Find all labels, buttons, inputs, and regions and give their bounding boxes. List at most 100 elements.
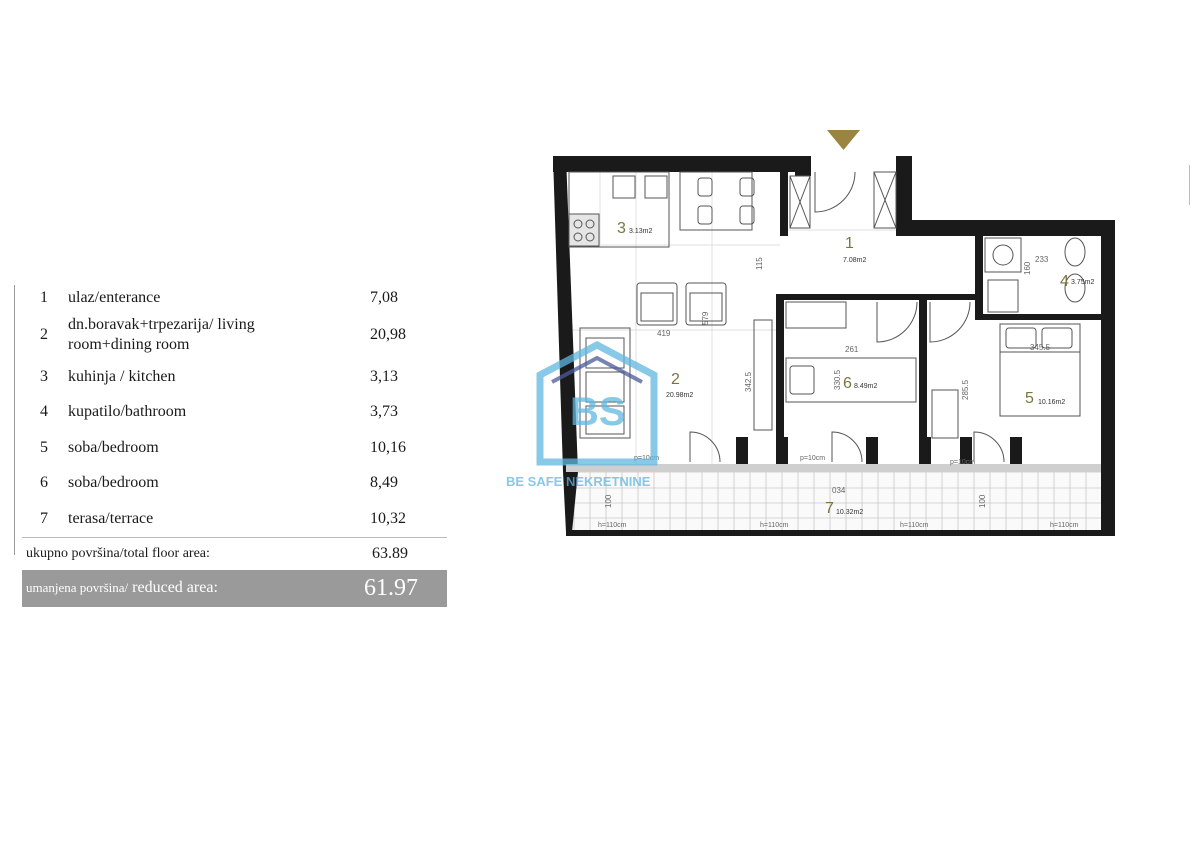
legend-room-name: soba/bedroom xyxy=(68,438,159,456)
pier-3 xyxy=(866,437,878,472)
reduced-area-row: umanjena površina/ reduced area: 61.97 xyxy=(22,569,447,607)
watermark-house-icon xyxy=(536,341,658,466)
entry-door-swing xyxy=(814,171,856,213)
legend-room-area: 10,16 xyxy=(370,438,406,456)
entrance-pier xyxy=(795,156,811,176)
pier-6 xyxy=(1010,437,1022,472)
legend-row: 4 kupatilo/bathroom 3,73 xyxy=(22,395,447,431)
legend-room-name: soba/bedroom xyxy=(68,474,159,492)
room-number: 3 xyxy=(617,220,626,237)
legend-room-number: 3 xyxy=(40,367,48,385)
sill-label: h=110cm xyxy=(760,522,789,529)
legend-row: 6 soba/bedroom 8,49 xyxy=(22,466,447,502)
sill-label: h=110cm xyxy=(598,522,627,529)
entrance-wardrobe xyxy=(789,171,897,229)
legend-room-name: terasa/terrace xyxy=(68,509,154,527)
dining-table xyxy=(679,171,755,231)
dimension-label: 579 xyxy=(701,311,710,325)
legend-row: 7 terasa/terrace 10,32 xyxy=(22,501,447,537)
bedroom-partition-wall xyxy=(919,294,927,466)
terrace-threshold xyxy=(566,464,1101,472)
legend-room-number: 1 xyxy=(40,288,48,306)
east-top-wall xyxy=(896,220,1115,236)
entrance-right-wall xyxy=(896,156,912,236)
legend-room-area: 3,73 xyxy=(370,403,398,421)
dimension-label: 034 xyxy=(832,486,846,495)
room-area: 8.49m2 xyxy=(854,383,877,390)
dimension-labels: 419 579 115 342.5 261 330.5 285.5 345.5 … xyxy=(604,255,1051,508)
bathroom-west-wall xyxy=(975,234,983,318)
sill-label: h=110cm xyxy=(1050,522,1079,529)
terrace-tiles xyxy=(573,471,1103,533)
legend-room-name: kupatilo/bathroom xyxy=(68,403,187,421)
living-door-swing xyxy=(689,431,721,463)
room-area: 3.13m2 xyxy=(629,228,652,235)
bathroom-fixtures xyxy=(984,237,1086,313)
watermark-text: BE SAFE NEKRETNINE xyxy=(506,474,651,489)
legend-room-area: 7,08 xyxy=(370,288,398,306)
legend-row: 3 kuhinja / kitchen 3,13 xyxy=(22,359,447,395)
armchairs xyxy=(636,282,727,326)
walls xyxy=(553,156,1115,536)
total-area-label: ukupno površina/total floor area: xyxy=(26,545,210,561)
watermark-logo: BS xyxy=(570,390,626,434)
reduced-area-label: umanjena površina/ reduced area: xyxy=(22,579,364,597)
dimension-label: 100 xyxy=(978,494,987,508)
legend-room-name: kuhinja / kitchen xyxy=(68,367,176,385)
room-area: 10.32m2 xyxy=(836,509,863,516)
legend-room-number: 6 xyxy=(40,474,48,492)
room-number: 1 xyxy=(845,235,854,252)
total-area-row: ukupno površina/total floor area: 63.89 xyxy=(22,536,447,570)
room-area: 3.75m2 xyxy=(1071,279,1094,286)
legend-room-name: dn.boravak+trpezarija/ living room+dinin… xyxy=(68,316,255,353)
legend-room-area: 8,49 xyxy=(370,474,398,492)
tv-unit xyxy=(753,319,773,431)
dimension-label: 233 xyxy=(1035,255,1049,264)
dimension-label: 345.5 xyxy=(1030,343,1051,352)
dimension-label: 419 xyxy=(657,329,671,338)
pier-2 xyxy=(776,437,788,472)
legend-room-number: 5 xyxy=(40,438,48,456)
north-wall xyxy=(553,156,810,172)
room-number: 5 xyxy=(1025,390,1034,407)
west-wall xyxy=(553,156,578,532)
room-labels: 1 7.08m2 2 20.98m2 3 3.13m2 4 3.75m2 5 1… xyxy=(617,220,1094,517)
dimension-label: 100 xyxy=(604,494,613,508)
legend-room-area: 3,13 xyxy=(370,367,398,385)
legend-row: 5 soba/bedroom 10,16 xyxy=(22,430,447,466)
door-label: p=10cm xyxy=(950,459,975,466)
total-area-value: 63.89 xyxy=(372,544,408,562)
entrance-left-wall xyxy=(780,156,788,236)
dimension-label: 261 xyxy=(845,345,859,354)
bathroom-south-wall xyxy=(975,314,1101,320)
sill-label: h=110cm xyxy=(900,522,929,529)
page-frame-edge xyxy=(1189,165,1190,205)
reduced-area-label-small: umanjena površina/ xyxy=(26,580,129,595)
room-area: 20.98m2 xyxy=(666,392,693,399)
dimension-label: 342.5 xyxy=(744,371,753,392)
room-number: 6 xyxy=(843,375,852,392)
sofa xyxy=(579,327,631,439)
door-label: p=10cm xyxy=(800,455,825,462)
room-number: 4 xyxy=(1060,273,1069,290)
entrance-marker xyxy=(827,130,860,150)
dimension-label: 330.5 xyxy=(833,369,842,390)
pier-1 xyxy=(736,437,748,472)
legend-row: 1 ulaz/enterance 7,08 xyxy=(22,284,447,311)
room-area: 10.16m2 xyxy=(1038,399,1065,406)
legend-room-name: ulaz/enterance xyxy=(68,288,161,306)
legend-room-area: 10,32 xyxy=(370,509,406,527)
legend-room-number: 7 xyxy=(40,509,48,527)
bedroom-north-wall xyxy=(776,294,976,300)
kitchen-counter xyxy=(568,171,670,248)
legend-row: 2 dn.boravak+trpezarija/ living room+din… xyxy=(22,311,447,359)
reduced-area-value: 61.97 xyxy=(364,574,418,601)
legend-room-number: 2 xyxy=(40,326,48,343)
terrace-edge xyxy=(566,530,1115,536)
watermark-roof-icon xyxy=(551,355,643,384)
legend-rule xyxy=(14,285,15,555)
dimension-label: 115 xyxy=(755,257,764,270)
legend-room-number: 4 xyxy=(40,403,48,421)
terrace-east-wall xyxy=(1101,472,1115,536)
